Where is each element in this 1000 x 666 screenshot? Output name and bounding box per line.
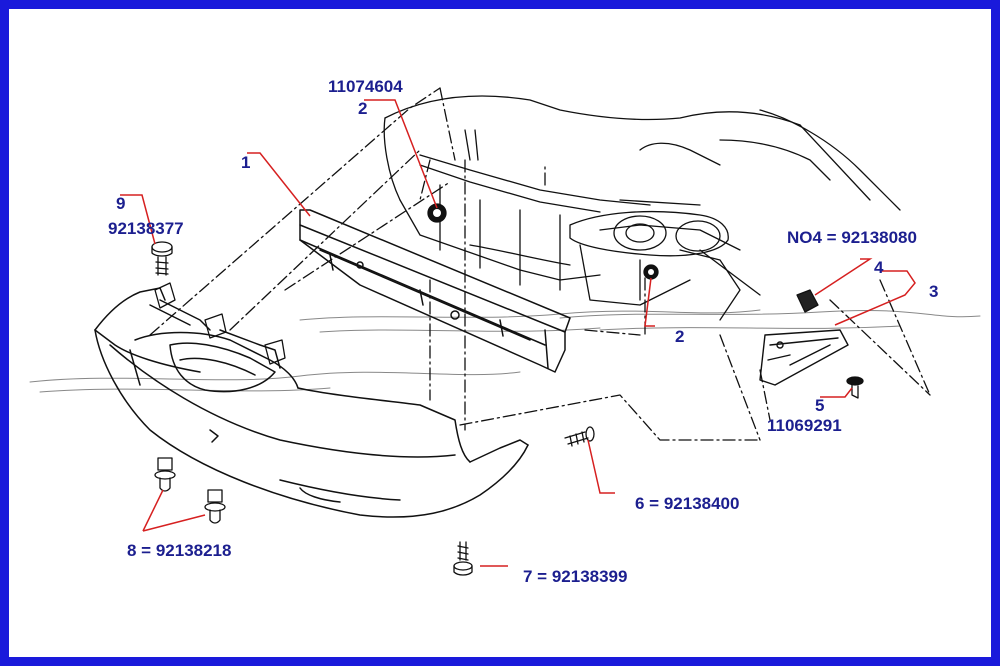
callout-2-top-part-number: 11074604: [328, 77, 403, 96]
side-bracket: [759, 329, 849, 386]
callout-3-number: 3: [929, 282, 939, 301]
callout-4-note: NO4 = 92138080: [787, 228, 917, 247]
screw-9: [151, 241, 173, 276]
callout-9-number: 9: [116, 194, 126, 213]
bumper-exploded-drawing: [29, 87, 981, 576]
bumper-cover: [94, 287, 529, 518]
bumper-mount-brackets: [154, 282, 286, 365]
screw-5: [846, 376, 864, 399]
assembly-guide-lines: [149, 87, 931, 441]
callout-2-middle-number: 2: [675, 327, 685, 346]
reinforcement-bar: [299, 209, 571, 373]
callout-2-top-number: 2: [358, 99, 368, 118]
callout-5-number: 5: [815, 396, 825, 415]
grille-clip-upper: [427, 203, 447, 223]
headlamp: [569, 210, 729, 257]
push-rivet-right: [204, 489, 226, 524]
clip-nut: [796, 289, 819, 313]
callout-1-number: 1: [241, 153, 251, 172]
callout-5-part-number: 11069291: [767, 416, 842, 435]
callout-7-label: 7 = 92138399: [523, 567, 628, 586]
callout-9-part-number: 92138377: [108, 219, 184, 238]
car-body-outline: [383, 95, 901, 321]
screw-7: [453, 541, 473, 576]
leader-lines: [120, 99, 916, 567]
push-rivet-left: [154, 457, 176, 492]
screw-6: [564, 426, 595, 447]
callout-6-label: 6 = 92138400: [635, 494, 740, 513]
callout-4-number: 4: [874, 258, 884, 277]
grille-clip-middle: [643, 264, 659, 280]
callout-8-label: 8 = 92138218: [127, 541, 232, 560]
